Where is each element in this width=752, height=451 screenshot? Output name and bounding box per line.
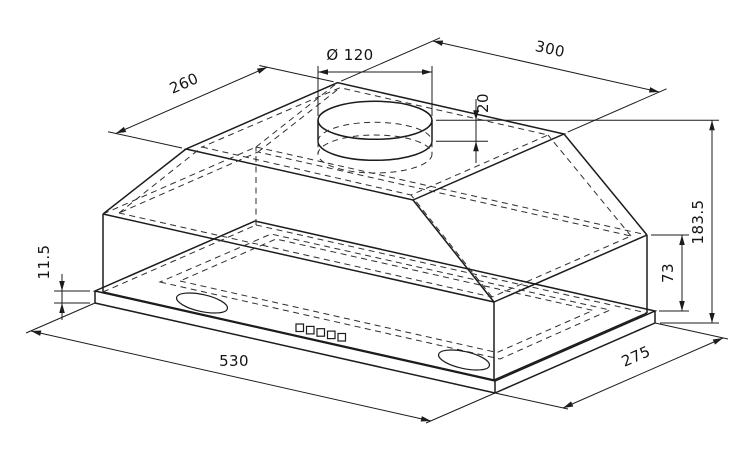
dim-line	[432, 40, 660, 93]
inner-slope	[257, 87, 341, 153]
canopy-top-face	[183, 81, 567, 201]
duct-top-ellipse	[317, 100, 433, 141]
ext-line	[425, 392, 496, 424]
dim-73-label: 73	[659, 263, 677, 283]
dim-duct-diameter-label: Ø 120	[326, 46, 373, 64]
dim-530: 530	[25, 302, 496, 424]
dim-183_5: 183.5	[436, 119, 719, 324]
dim-line	[30, 330, 432, 422]
dim-300-label: 300	[534, 37, 567, 61]
dim-20: 20	[436, 93, 492, 163]
flange-outline	[92, 220, 658, 394]
edge-line	[493, 312, 648, 381]
dim-11_5: 11.5	[35, 245, 90, 320]
dim-line	[115, 66, 268, 134]
canopy-outline	[102, 81, 648, 303]
ext-line	[654, 322, 729, 340]
hidden-lines	[102, 82, 648, 360]
control-button	[305, 325, 315, 335]
hidden-edge	[255, 82, 338, 148]
light-oval	[437, 349, 491, 371]
light-ovals	[175, 292, 491, 371]
inner-slope	[547, 134, 632, 237]
dim-300: 300	[340, 37, 667, 133]
control-button	[316, 328, 326, 337]
control-button	[337, 332, 347, 342]
dim-260-label: 260	[167, 69, 202, 97]
control-button	[326, 330, 336, 340]
hidden-edge	[255, 224, 648, 314]
inner-slope	[118, 146, 203, 214]
dim-275-label: 275	[619, 342, 654, 370]
edge-line	[102, 213, 495, 303]
ext-line	[340, 37, 441, 82]
edge-line	[493, 234, 648, 303]
slope-edge	[102, 148, 187, 215]
hidden-edge	[255, 146, 648, 236]
filter-frame	[178, 238, 595, 354]
ext-line	[107, 131, 183, 149]
dim-line	[562, 337, 724, 409]
edge-line	[102, 291, 495, 381]
edge-line	[94, 302, 496, 394]
duct-base-arc	[317, 141, 433, 162]
control-button	[295, 323, 305, 333]
duct-hidden-arc	[317, 121, 433, 142]
ext-line	[494, 392, 569, 410]
dim-duct-diameter: Ø 120	[317, 46, 433, 116]
slope-edge	[412, 199, 495, 303]
hood-drawing	[92, 81, 658, 394]
hidden-edge	[102, 146, 257, 215]
dim-260: 260	[107, 65, 334, 149]
hidden-edge	[102, 224, 257, 293]
inner-rim	[117, 151, 633, 298]
ext-line	[259, 65, 334, 83]
ext-line	[25, 302, 96, 334]
inner-plateau	[200, 87, 550, 196]
dim-73: 73	[651, 234, 689, 312]
ext-line	[567, 88, 667, 133]
dim-530-label: 530	[219, 352, 249, 370]
duct-collar	[317, 100, 433, 162]
duct-hole-ellipse	[317, 134, 433, 174]
dimensions: 530 275 183.5 73	[25, 37, 729, 424]
slope-edge	[563, 133, 648, 236]
inner-slope	[410, 194, 493, 298]
body-outline	[102, 213, 648, 381]
filter-frame	[158, 233, 612, 360]
light-oval	[175, 292, 229, 314]
dim-11_5-label: 11.5	[35, 245, 53, 280]
dim-183_5-label: 183.5	[689, 200, 707, 245]
dim-20-label: 20	[474, 93, 492, 113]
